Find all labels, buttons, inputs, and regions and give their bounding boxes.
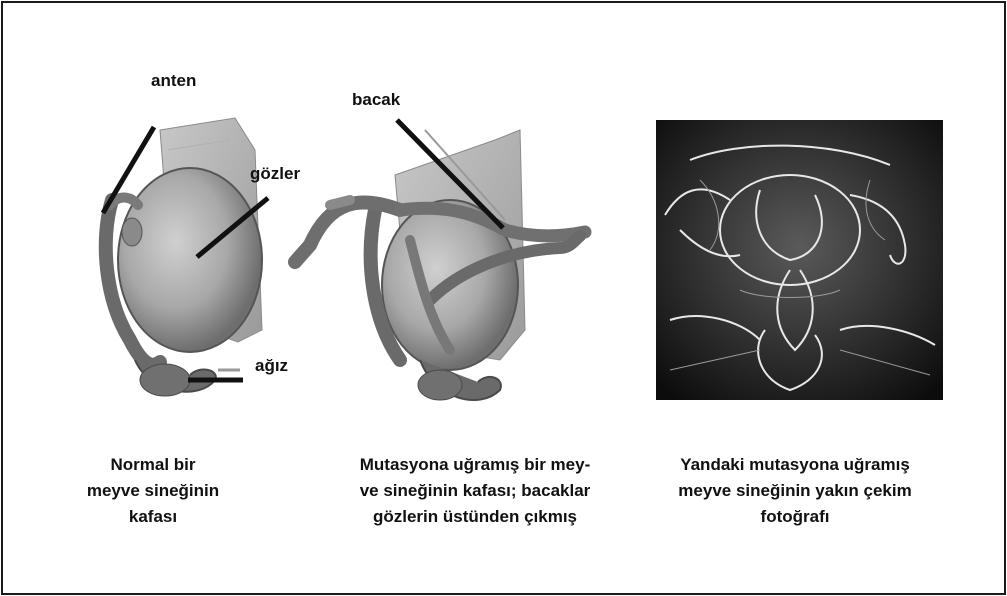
mutant-fly-head-illustration <box>295 120 585 400</box>
caption-photo: Yandaki mutasyona uğramış meyve sineğini… <box>645 452 945 530</box>
label-leg: bacak <box>352 90 400 110</box>
label-eyes: gözler <box>250 164 300 184</box>
normal-fly-head-illustration <box>103 118 268 396</box>
label-antenna: anten <box>151 71 196 91</box>
caption-normal: Normal bir meyve sineğinin kafası <box>48 452 258 530</box>
caption-mutant: Mutasyona uğramış bir mey- ve sineğinin … <box>325 452 625 530</box>
close-up-photo <box>656 120 943 400</box>
label-mouth: ağız <box>255 356 288 376</box>
